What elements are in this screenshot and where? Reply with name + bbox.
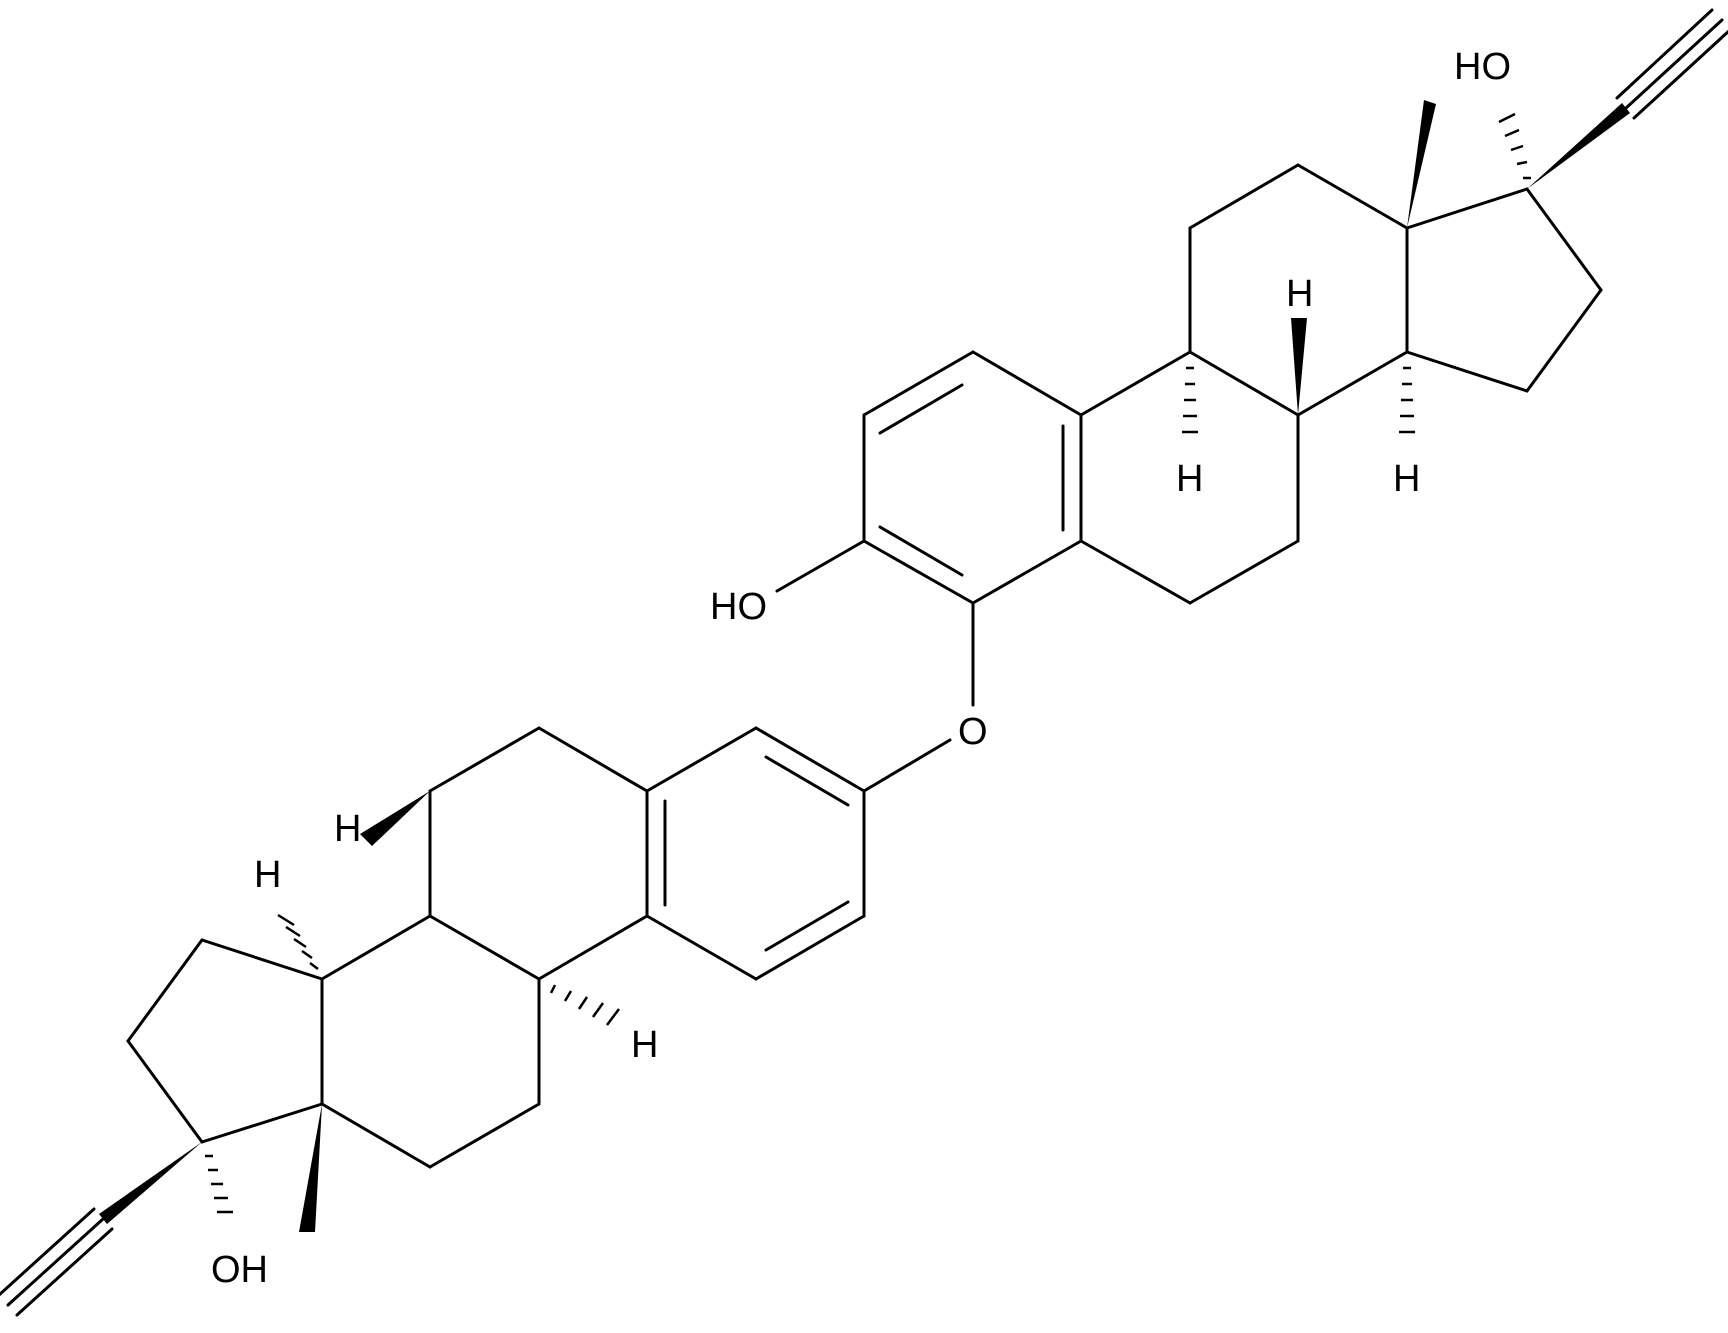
bond xyxy=(1188,163,1300,230)
hydroxyl-label-bottom: OH xyxy=(211,1249,268,1291)
methyl-wedge xyxy=(1407,100,1436,228)
hydrogen-label: H xyxy=(631,1024,658,1066)
bond xyxy=(1405,350,1529,393)
bond xyxy=(862,738,952,793)
bond xyxy=(1615,8,1714,100)
methyl-wedge xyxy=(299,1104,322,1232)
bond xyxy=(6,1217,105,1307)
bond xyxy=(428,1102,541,1169)
bond xyxy=(971,539,1083,605)
bond xyxy=(1188,539,1300,605)
hashed-bond xyxy=(1498,112,1531,180)
bond xyxy=(764,900,850,952)
bond xyxy=(428,914,541,981)
hashed-bond xyxy=(277,913,620,1026)
bond xyxy=(862,539,975,605)
bond xyxy=(1296,350,1409,417)
bond xyxy=(428,726,541,793)
bond xyxy=(537,914,649,981)
bond xyxy=(1525,288,1603,393)
hashed-bond xyxy=(1182,366,1415,434)
phenol-hydroxyl-label: HO xyxy=(710,586,767,628)
lower-steroid-unit xyxy=(0,726,952,1317)
hydroxyl-label-top: HO xyxy=(1454,46,1511,88)
ether-oxygen-label: O xyxy=(958,711,988,753)
bond xyxy=(1296,163,1409,230)
bond xyxy=(1624,18,1724,110)
wedge-bond xyxy=(1291,318,1307,415)
bond xyxy=(764,755,850,807)
bond xyxy=(754,726,866,793)
bond xyxy=(1525,187,1603,292)
bond xyxy=(1632,29,1728,120)
bond xyxy=(645,726,758,793)
hydrogen-label: H xyxy=(1286,273,1313,315)
bond xyxy=(0,1207,96,1297)
bond xyxy=(200,938,324,981)
bond xyxy=(878,525,964,577)
bond xyxy=(645,914,758,981)
hashed-bond xyxy=(205,1154,233,1214)
bond xyxy=(754,914,866,981)
bond xyxy=(878,383,964,435)
hydrogen-label: H xyxy=(334,808,361,850)
bond xyxy=(1079,350,1192,417)
bond xyxy=(15,1227,114,1317)
bond xyxy=(537,726,649,793)
bond xyxy=(320,914,432,981)
wedge-bond xyxy=(99,1142,202,1224)
wedge-bond xyxy=(360,791,430,846)
hydrogen-label: H xyxy=(1393,458,1420,500)
hydrogen-label: H xyxy=(1176,458,1203,500)
hydrogen-label: H xyxy=(254,854,281,896)
bond xyxy=(971,350,1083,417)
bond xyxy=(1188,350,1300,417)
bond xyxy=(1079,539,1192,605)
bond xyxy=(200,1102,324,1144)
upper-steroid-unit xyxy=(775,8,1728,707)
bond xyxy=(775,539,866,593)
bond xyxy=(320,1102,432,1169)
wedge-bond xyxy=(1527,103,1630,189)
bond xyxy=(126,1039,204,1144)
bond xyxy=(1405,187,1529,230)
bond xyxy=(126,938,204,1043)
bond xyxy=(862,350,975,417)
